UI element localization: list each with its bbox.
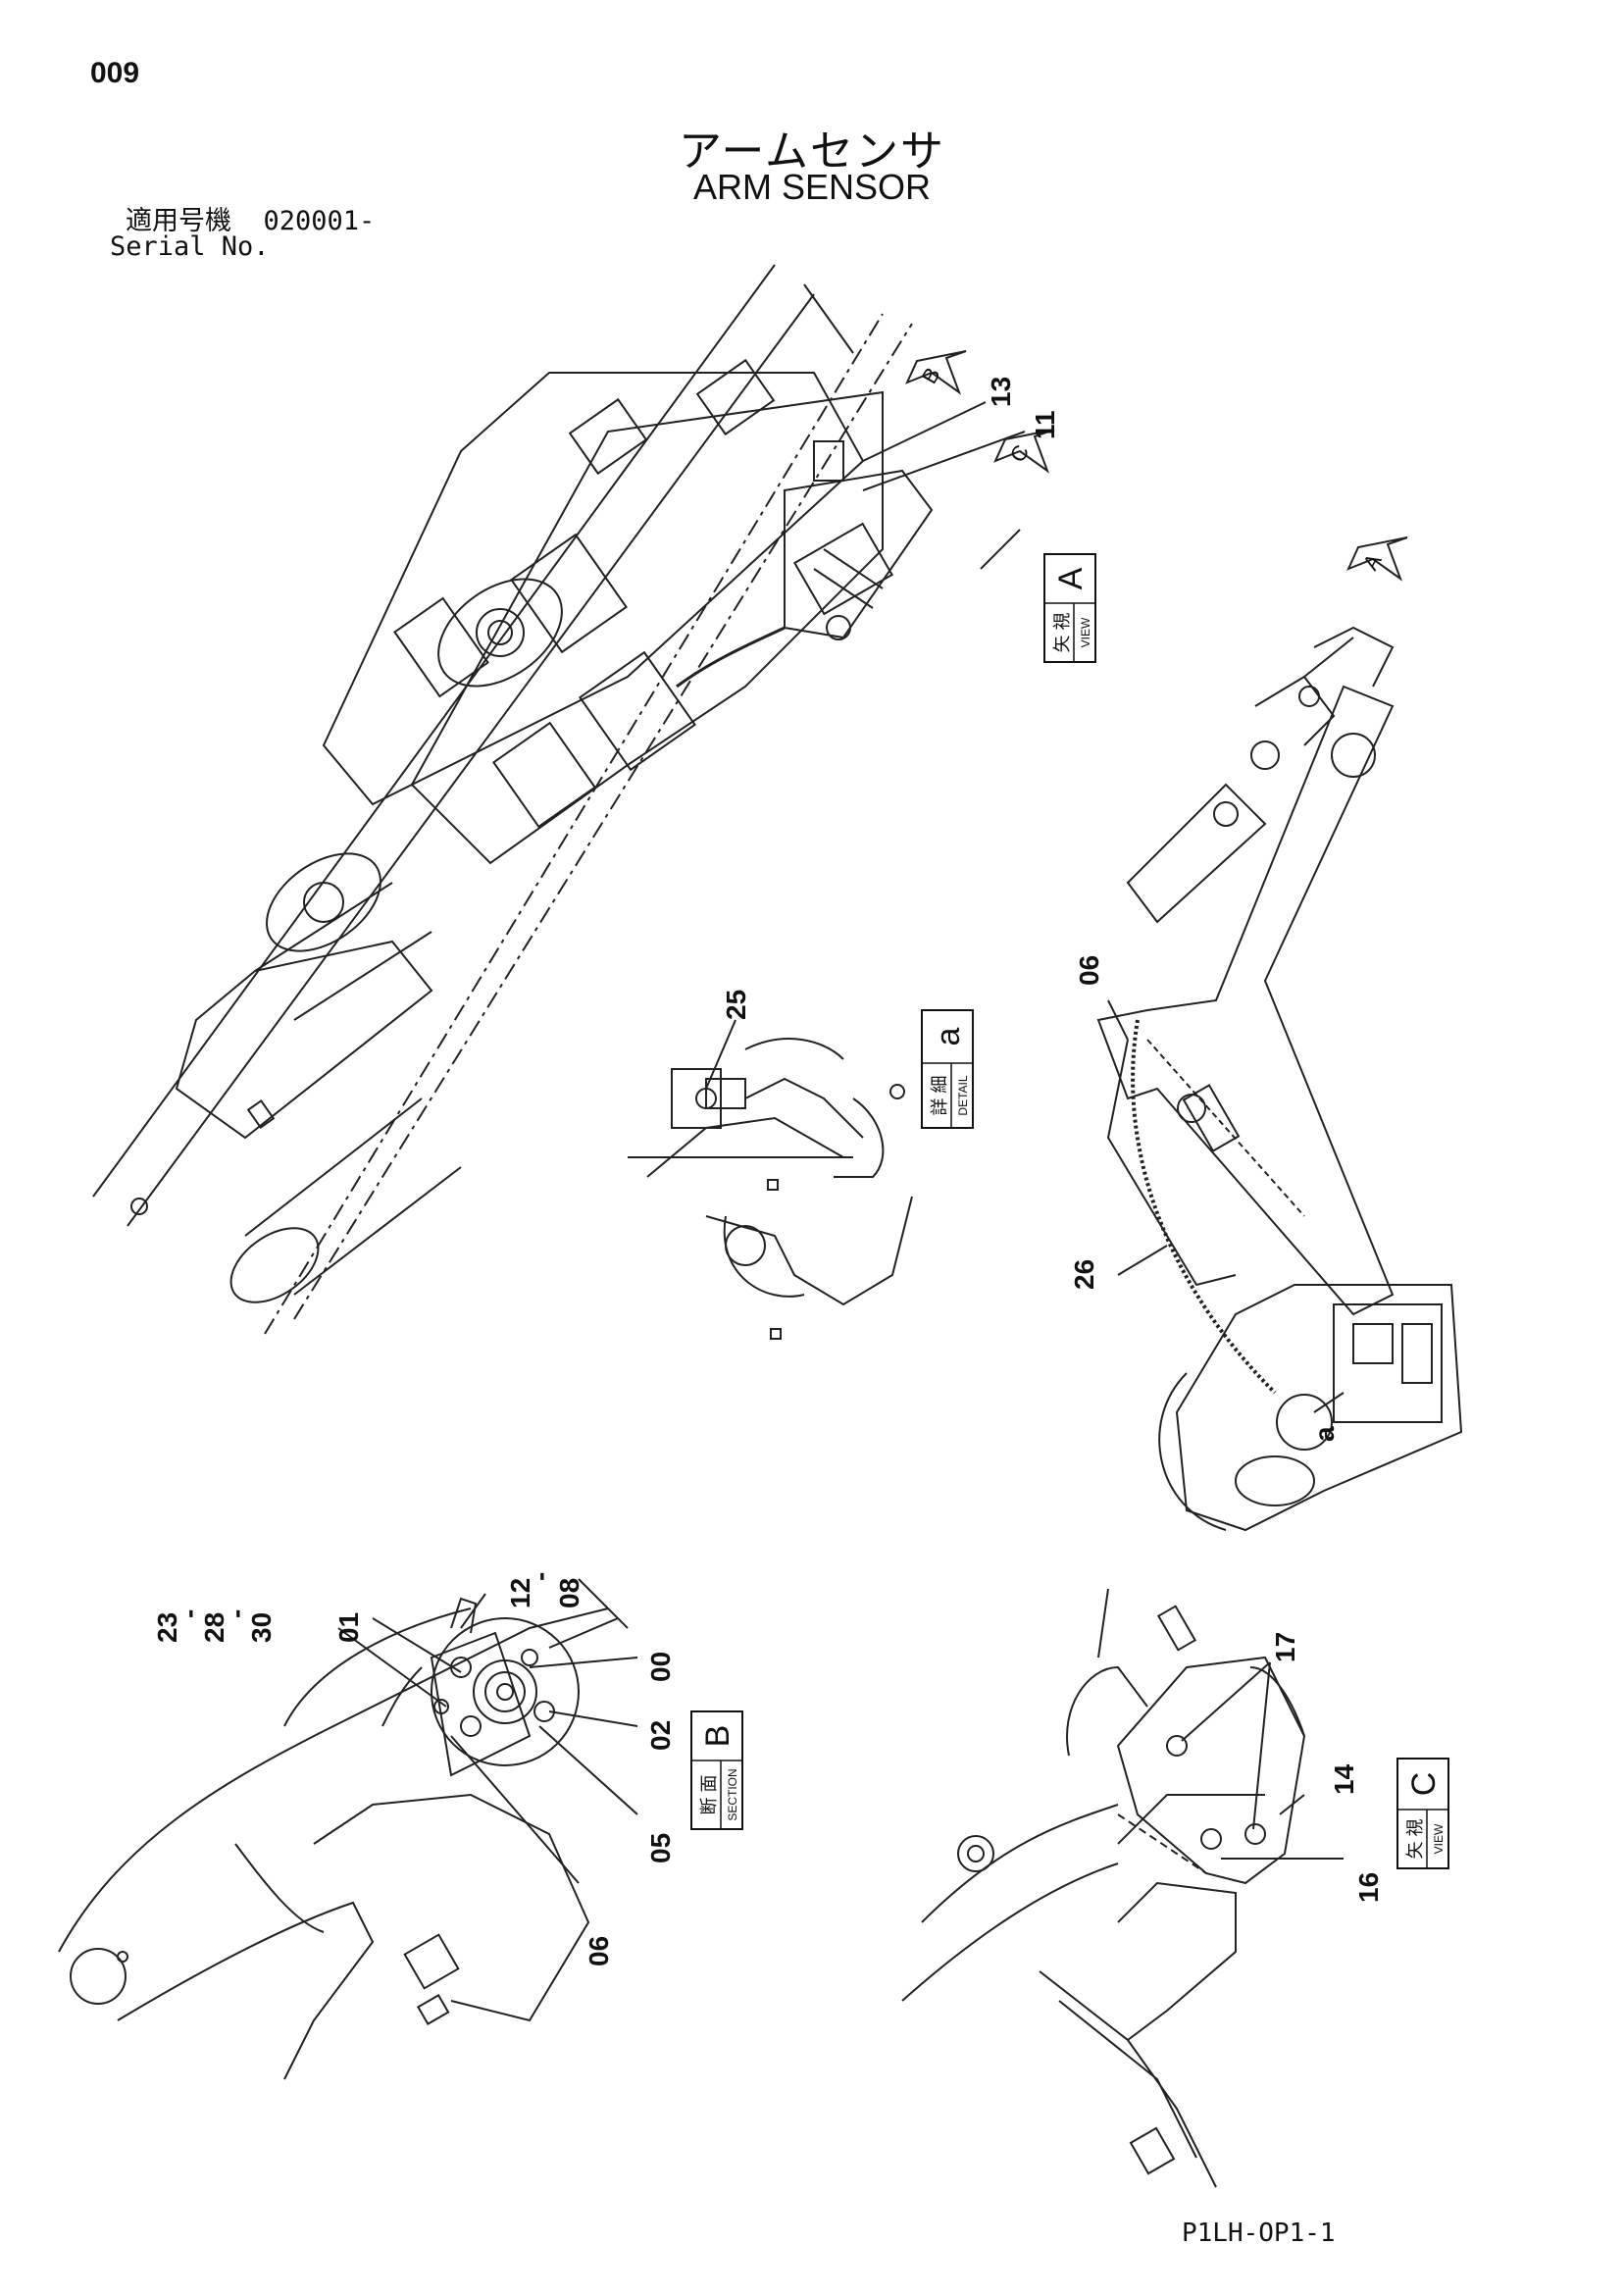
section-b-label: 断 面 SECTION B: [690, 1710, 743, 1830]
callout-a: a: [1309, 1426, 1340, 1442]
callout-12-dash: -: [525, 1572, 555, 1581]
detail-a-kanji: 詳 細: [930, 1075, 949, 1115]
page-title-japanese: アームセンサ: [678, 128, 946, 176]
arrow-marker-a: [1346, 536, 1408, 582]
detail-a-drawing: [628, 1038, 913, 1340]
callout-06-excavator: 06: [1074, 955, 1104, 986]
detail-a-label: 詳 細 DETAIL a: [921, 1009, 974, 1129]
section-b-drawing: [58, 1578, 629, 2080]
view-a-kanji: 矢 視: [1052, 612, 1072, 652]
arrow-marker-b: [905, 350, 967, 395]
callout-28-dash: -: [221, 1609, 251, 1618]
serial-value: 020001-: [263, 206, 376, 236]
excavator-drawing: [1096, 626, 1463, 1532]
arrow-letter-b: B: [917, 363, 945, 387]
drawing-code: P1LH-OP1-1: [1182, 2219, 1336, 2248]
view-c-label: 矢 視 VIEW C: [1396, 1758, 1449, 1869]
callout-23: 23: [152, 1612, 182, 1643]
view-c-drawing: [901, 1588, 1306, 2188]
callout-26: 26: [1069, 1259, 1099, 1290]
view-c-kanji: 矢 視: [1405, 1818, 1425, 1859]
callout-02: 02: [645, 1720, 676, 1751]
callout-17: 17: [1270, 1632, 1300, 1662]
callout-14: 14: [1329, 1763, 1359, 1795]
callout-25: 25: [721, 990, 751, 1020]
callout-13: 13: [986, 377, 1016, 407]
callout-06-section: 06: [584, 1936, 614, 1966]
section-b-en: SECTION: [726, 1768, 739, 1820]
callout-23-dash: -: [174, 1609, 204, 1618]
view-c-letter: C: [1405, 1772, 1443, 1797]
detail-a-en: DETAIL: [956, 1075, 970, 1115]
view-a-en: VIEW: [1079, 617, 1092, 647]
view-c-en: VIEW: [1432, 1823, 1446, 1854]
callout-05: 05: [645, 1833, 676, 1863]
detail-a-letter: a: [930, 1027, 967, 1046]
callout-00: 00: [645, 1652, 676, 1682]
serial-label-en: Serial No.: [110, 231, 270, 262]
callout-11: 11: [1030, 410, 1060, 439]
arrow-letter-a: A: [1358, 549, 1387, 574]
view-a-label: 矢 視 VIEW A: [1043, 553, 1096, 663]
serial-number-block: 適用号機 020001- Serial No.: [110, 206, 376, 262]
section-b-letter: B: [699, 1725, 736, 1748]
callout-01: 01: [333, 1612, 364, 1643]
callout-28: 28: [199, 1612, 229, 1643]
callout-30: 30: [246, 1612, 277, 1643]
arm-assembly-drawing: [92, 264, 934, 1335]
callout-12: 12: [505, 1578, 535, 1608]
serial-label-jp: 適用号機: [126, 206, 231, 236]
callout-16: 16: [1353, 1872, 1384, 1903]
section-b-kanji: 断 面: [699, 1774, 719, 1814]
callout-08: 08: [554, 1578, 584, 1608]
arrow-letter-c: C: [1005, 440, 1035, 466]
page-number: 009: [90, 57, 140, 89]
view-a-letter: A: [1052, 567, 1090, 589]
page-title-english: ARM SENSOR: [692, 167, 932, 207]
